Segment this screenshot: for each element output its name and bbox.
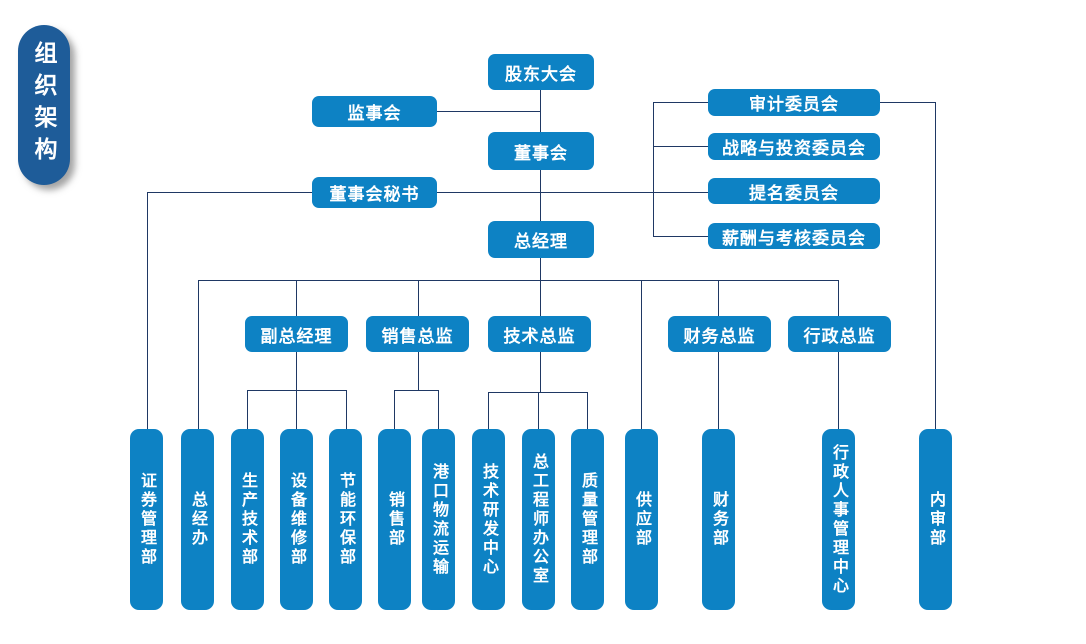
connector-line [587,392,588,429]
org-node-label: 供应部 [633,491,650,548]
org-node-admin-hr-center: 行政人事管理中心 [822,429,855,610]
connector-line [437,111,540,112]
org-node-nomination-committee: 提名委员会 [708,178,880,204]
connector-line [718,352,719,429]
org-node-securities-dept: 证券管理部 [130,429,163,610]
connector-line [540,90,541,132]
org-node-label: 生产技术部 [239,472,256,567]
page-title-badge: 组织架构 [18,25,70,185]
org-node-deputy-general-manager: 副总经理 [245,316,348,352]
org-node-supply-dept: 供应部 [625,429,658,610]
org-node-remuneration-assessment-committee: 薪酬与考核委员会 [708,223,880,249]
connector-line [538,392,539,429]
org-node-board-of-directors: 董事会 [488,132,594,170]
page-title: 组织架构 [31,41,57,169]
org-node-label: 总经办 [189,491,206,548]
org-node-sales-director: 销售总监 [366,316,469,352]
org-node-board-secretary: 董事会秘书 [312,177,437,208]
org-node-label: 财务部 [710,491,727,548]
connector-line [653,102,708,103]
org-node-tech-director: 技术总监 [488,316,591,352]
org-node-quality-dept: 质量管理部 [571,429,604,610]
org-node-gm-office: 总经办 [181,429,214,610]
connector-line [540,352,541,392]
org-node-internal-audit-dept: 内审部 [919,429,952,610]
connector-line [438,390,439,429]
connector-line [418,280,419,316]
org-node-label: 质量管理部 [579,472,596,567]
connector-line [540,170,541,221]
org-node-audit-committee: 审计委员会 [708,89,880,116]
org-node-port-logistics-dept: 港口物流运输 [422,429,455,610]
org-node-supervisory-board: 监事会 [312,96,437,127]
org-node-label: 销售部 [386,491,403,548]
org-node-general-manager: 总经理 [488,221,594,258]
connector-line [935,102,936,429]
org-node-label: 行政人事管理中心 [830,443,847,596]
org-node-label: 节能环保部 [337,472,354,567]
connector-line [718,280,719,316]
connector-line [296,352,297,390]
connector-line [653,146,708,147]
org-node-sales-dept: 销售部 [378,429,411,610]
connector-line [418,352,419,390]
connector-line [247,390,248,429]
connector-line [147,192,148,429]
connector-line [540,280,541,316]
connector-line [488,392,587,393]
org-node-chief-engineer-office: 总工程师办公室 [522,429,555,610]
connector-line [838,280,839,316]
connector-line [394,390,438,391]
connector-line [540,258,541,280]
connector-line [296,280,297,316]
org-node-finance-director: 财务总监 [668,316,771,352]
org-node-production-tech-dept: 生产技术部 [231,429,264,610]
org-node-admin-director: 行政总监 [788,316,891,352]
connector-line [394,390,395,429]
org-node-label: 证券管理部 [138,472,155,567]
org-node-strategy-investment-committee: 战略与投资委员会 [708,133,880,160]
org-node-label: 内审部 [927,491,944,548]
org-node-equipment-maintenance-dept: 设备维修部 [280,429,313,610]
connector-line [198,280,838,281]
org-node-finance-dept: 财务部 [702,429,735,610]
connector-line [653,236,708,237]
connector-line [346,390,347,429]
connector-line [641,280,642,429]
org-node-label: 港口物流运输 [430,462,447,577]
org-node-label: 设备维修部 [288,472,305,567]
org-node-label: 技术研发中心 [480,462,497,577]
connector-line [880,102,935,103]
connector-line [653,102,654,237]
org-node-rd-center: 技术研发中心 [472,429,505,610]
connector-line [296,390,297,429]
org-node-label: 总工程师办公室 [530,453,547,586]
org-node-shareholders-meeting: 股东大会 [488,54,594,90]
org-node-energy-env-dept: 节能环保部 [329,429,362,610]
connector-line [198,280,199,429]
connector-line [838,352,839,429]
connector-line [488,392,489,429]
